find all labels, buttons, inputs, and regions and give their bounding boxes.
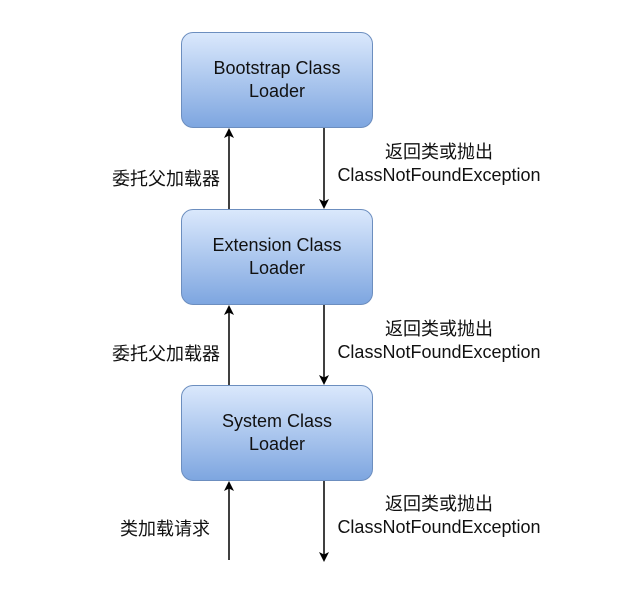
return-lower-label: 返回类或抛出 ClassNotFoundException (329, 493, 549, 539)
return-middle-line2: ClassNotFoundException (337, 342, 541, 362)
system-class-loader-node: System Class Loader (181, 385, 373, 481)
bootstrap-node-line1: Bootstrap Class (213, 58, 341, 78)
return-upper-label: 返回类或抛出 ClassNotFoundException (329, 141, 549, 187)
extension-node-line2: Loader (248, 258, 306, 278)
delegate-lower-label: 委托父加载器 (112, 344, 220, 364)
return-middle-line1: 返回类或抛出 (385, 319, 493, 339)
system-node-label: System Class Loader (221, 411, 333, 454)
bootstrap-node-line2: Loader (248, 81, 306, 101)
bootstrap-class-loader-node: Bootstrap Class Loader (181, 32, 373, 128)
return-upper-line1: 返回类或抛出 (385, 142, 493, 162)
delegate-upper-label: 委托父加载器 (112, 169, 220, 189)
return-middle-label: 返回类或抛出 ClassNotFoundException (329, 318, 549, 364)
extension-node-line1: Extension Class (212, 235, 342, 255)
return-lower-line1: 返回类或抛出 (385, 494, 493, 514)
load-request-label: 类加载请求 (120, 519, 210, 539)
return-upper-line2: ClassNotFoundException (337, 165, 541, 185)
extension-class-loader-node: Extension Class Loader (181, 209, 373, 305)
return-lower-line2: ClassNotFoundException (337, 517, 541, 537)
